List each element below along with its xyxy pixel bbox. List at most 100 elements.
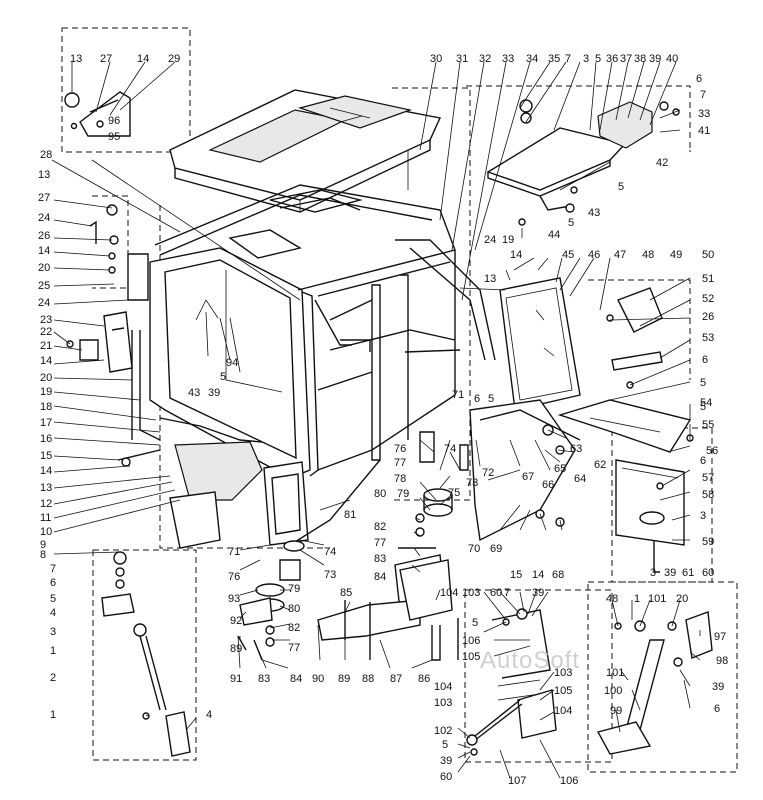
gas-strut (101, 551, 191, 757)
callout-number: 3 (700, 510, 706, 522)
callout-number: 104 (434, 681, 452, 693)
callout-number: 33 (502, 53, 514, 65)
callout-number: 36 (606, 53, 618, 65)
callout-number: 20 (38, 262, 50, 274)
callout-number: 46 (588, 249, 600, 261)
inset-frame-pedal (587, 581, 738, 773)
callout-number: 79 (397, 488, 409, 500)
callout-number: 89 (230, 643, 242, 655)
callout-number: 57 (702, 472, 714, 484)
callout-number: 104 (440, 587, 458, 599)
callout-number: 2 (50, 672, 56, 684)
callout-number: 5 (220, 371, 226, 383)
callout-number: 14 (38, 245, 50, 257)
callout-number: 31 (456, 53, 468, 65)
callout-number: 48 (606, 593, 618, 605)
inset-frame-pedal-link (464, 589, 613, 763)
callout-number: 30 (430, 53, 442, 65)
callout-number: 20 (676, 593, 688, 605)
callout-number: 21 (40, 340, 52, 352)
callout-number: 81 (344, 509, 356, 521)
callout-number: 39 (712, 681, 724, 693)
callout-number: 5 (700, 401, 706, 413)
callout-number: 45 (562, 249, 574, 261)
callout-number: 101 (648, 593, 666, 605)
hinge-assembly (606, 287, 663, 389)
callout-number: 104 (554, 705, 572, 717)
callout-number: 13 (40, 482, 52, 494)
side-mirror (66, 204, 149, 373)
inset-frame-mirror-bracket (92, 195, 129, 289)
callout-number: 76 (394, 443, 406, 455)
callout-number: 89 (338, 673, 350, 685)
callout-number: 5 (488, 393, 494, 405)
callout-number: 8 (40, 549, 46, 561)
callout-number: 23 (40, 314, 52, 326)
callout-number: 49 (670, 249, 682, 261)
callout-number: 43 (188, 387, 200, 399)
callout-number: 50 (702, 249, 714, 261)
callout-number: 18 (40, 401, 52, 413)
callout-number: 61 (682, 567, 694, 579)
callout-number: 54 (700, 397, 712, 409)
callout-number: 13 (484, 273, 496, 285)
callout-number: 14 (137, 53, 149, 65)
callout-number: 96 (108, 115, 120, 127)
callout-number: 95 (108, 131, 120, 143)
callout-number: 5 (472, 617, 478, 629)
callout-number: 27 (100, 53, 112, 65)
callout-number: 82 (288, 622, 300, 634)
callout-number: 33 (698, 108, 710, 120)
callout-number: 83 (258, 673, 270, 685)
callout-number: 13 (70, 53, 82, 65)
floor-bracket (317, 559, 459, 661)
callout-number: 39 (208, 387, 220, 399)
callout-number: 64 (574, 473, 586, 485)
callout-number: 35 (548, 53, 560, 65)
callout-number: 47 (614, 249, 626, 261)
callout-number: 5 (442, 739, 448, 751)
callout-number: 5 (50, 593, 56, 605)
callout-number: 32 (479, 53, 491, 65)
callout-number: 66 (542, 479, 554, 491)
callout-number: 103 (554, 667, 572, 679)
callout-number: 100 (604, 685, 622, 697)
callout-number: 15 (40, 450, 52, 462)
callout-number: 80 (374, 488, 386, 500)
callout-number: 13 (38, 169, 50, 181)
callout-number: 9 (40, 539, 46, 551)
callout-number: 92 (230, 615, 242, 627)
callout-number: 7 (50, 563, 56, 575)
callout-number: 59 (702, 536, 714, 548)
inset-frame-door (392, 87, 471, 501)
callout-number: 71 (228, 546, 240, 558)
callout-number: 105 (462, 651, 480, 663)
callout-number: 27 (38, 192, 50, 204)
callout-number: 77 (374, 537, 386, 549)
callout-number: 79 (288, 583, 300, 595)
callout-number: 105 (554, 685, 572, 697)
callout-number: 22 (40, 326, 52, 338)
callout-number: 69 (490, 543, 502, 555)
callout-number: 44 (548, 229, 560, 241)
callout-number: 28 (40, 149, 52, 161)
callout-number: 76 (228, 571, 240, 583)
callout-number: 14 (40, 355, 52, 367)
callout-number: 41 (698, 125, 710, 137)
callout-number: 3 (50, 626, 56, 638)
callout-number: 88 (362, 673, 374, 685)
callout-number: 39 (664, 567, 676, 579)
pedal-linkage (466, 608, 557, 756)
callout-number: 74 (324, 546, 336, 558)
callout-number: 1 (50, 709, 56, 721)
callout-number: 7 (504, 587, 510, 599)
callout-number: 74 (444, 443, 456, 455)
callout-number: 39 (649, 53, 661, 65)
inset-frame-roof-vent (466, 85, 691, 152)
callout-number: 10 (40, 526, 52, 538)
callout-number: 42 (656, 157, 668, 169)
inset-frame-hinge (588, 279, 691, 380)
roof-vent-cover (486, 99, 680, 238)
callout-number: 1 (50, 645, 56, 657)
